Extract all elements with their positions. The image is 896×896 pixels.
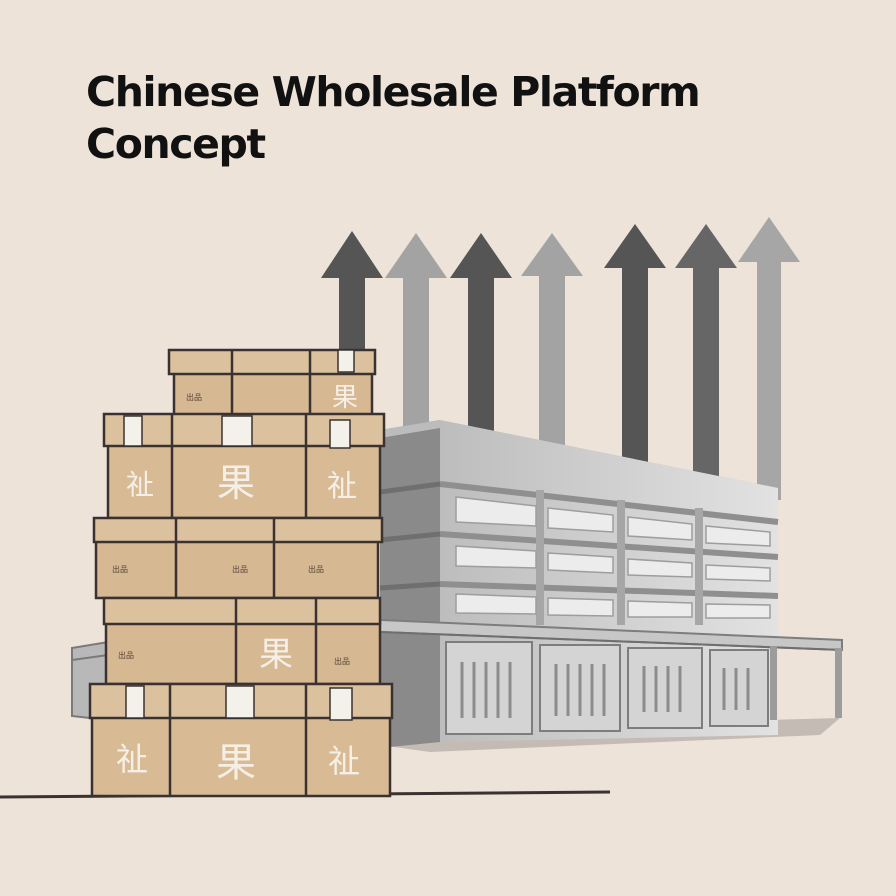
cardboard-box [92,516,384,600]
title-line-1: Chinese Wholesale Platform [86,68,701,116]
box-stamp: 出品 [186,392,202,402]
title-line-2: Concept [86,120,266,168]
box-glyph: 祉 [116,740,148,778]
upward-arrow-icon [738,217,800,500]
page-title: Chinese Wholesale Platform Concept [86,66,786,170]
cardboard-box [102,412,386,520]
upward-arrow-icon [521,233,583,474]
upward-arrow-icon [385,233,447,446]
cardboard-box [102,596,382,686]
box-markings: 果 祉 果 祉 果 祉 果 祉 [116,383,360,786]
box-stack [88,348,394,798]
upward-arrow-icon [604,224,666,481]
cardboard-box [88,682,394,798]
upward-arrow-icon [675,224,737,491]
box-stamp: 出品 [232,564,248,574]
box-glyph: 祉 [327,469,357,504]
box-glyph: 果 [217,461,255,505]
warehouse-building [71,420,843,752]
box-glyph: 祉 [126,468,154,501]
box-glyph: 果 [332,383,358,413]
growth-arrows [321,217,800,500]
box-stamp: 出品 [112,564,128,574]
cardboard-box [167,348,377,418]
box-stamp: 出品 [334,656,350,666]
box-stamp: 出品 [308,564,324,574]
box-stamps: 出品 出品 出品 出品 出品 出品 [112,392,350,666]
box-stamp: 出品 [118,650,134,660]
box-glyph: 果 [216,740,256,786]
box-glyph: 祉 [328,742,360,780]
box-glyph: 果 [259,635,293,675]
